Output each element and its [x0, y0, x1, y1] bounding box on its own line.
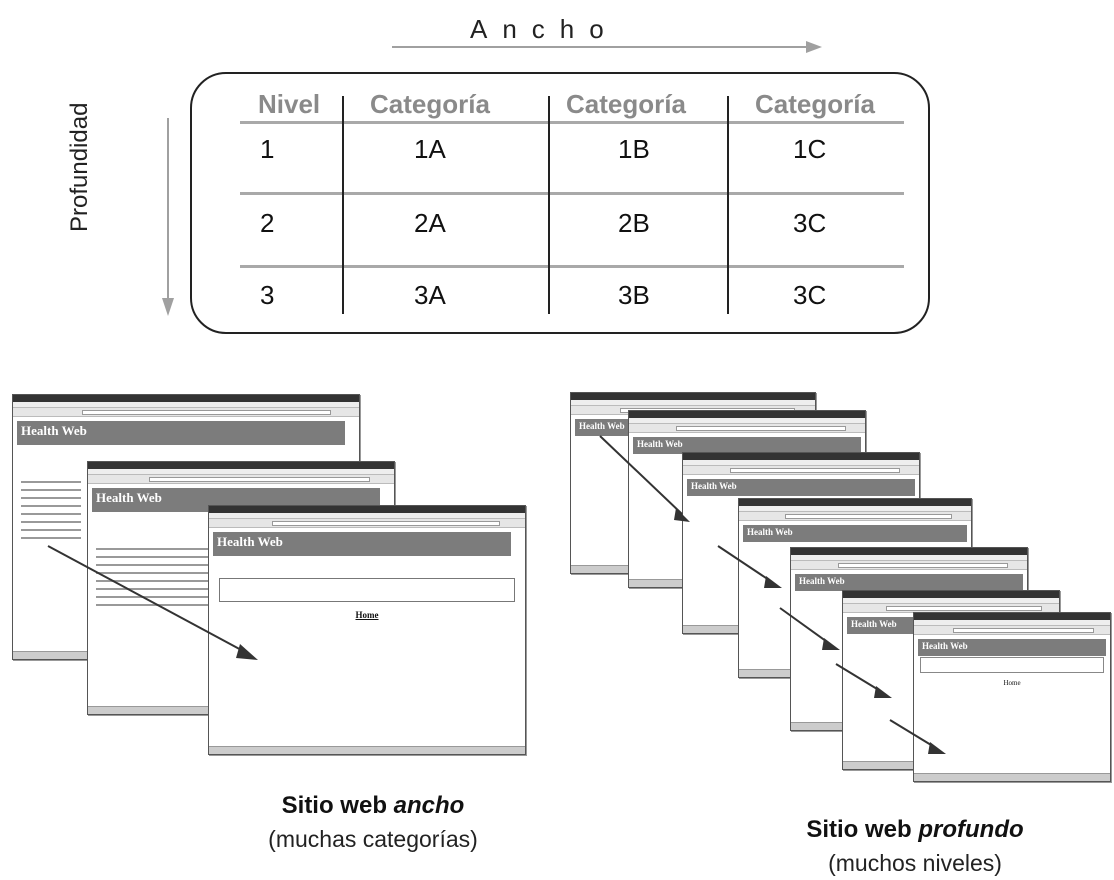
levels-table	[190, 72, 930, 334]
deep-title-emphasis: profundo	[918, 816, 1024, 843]
screen-banner: Health Web	[918, 639, 1106, 656]
wide-title-emphasis: ancho	[393, 792, 465, 819]
cell-2c: 3C	[793, 208, 827, 238]
cell-3b: 3B	[618, 280, 650, 310]
screen-banner: Health Web	[17, 421, 345, 445]
deep-screen-7: Health Web Home	[913, 612, 1111, 782]
depth-arrow-icon	[162, 118, 174, 316]
cell-1c: 1C	[793, 134, 827, 164]
cell-2a: 2A	[414, 208, 446, 238]
header-rule	[240, 121, 904, 124]
profundidad-text: Profundidad	[66, 102, 93, 232]
cell-1a: 1A	[414, 134, 446, 164]
screen-banner: Health Web	[743, 525, 967, 542]
header-nivel: Nivel	[258, 89, 321, 119]
wide-title-prefix: Sitio web	[281, 792, 394, 819]
wide-screen-3: Health Web Home	[208, 505, 526, 755]
width-arrow-icon	[392, 41, 822, 53]
cell-level-2: 2	[260, 208, 275, 238]
cell-1b: 1B	[618, 134, 650, 164]
row-rule-2	[240, 265, 904, 268]
screen-banner: Health Web	[687, 479, 915, 496]
column-divider-1	[342, 96, 344, 314]
wide-path-arrow-icon	[47, 545, 258, 660]
screen-banner: Health Web	[633, 437, 861, 454]
wide-caption-subtitle: (muchas categorías)	[268, 826, 478, 852]
cell-2b: 2B	[618, 208, 650, 238]
deep-caption-title: Sitio web profundo	[765, 816, 1065, 844]
cell-3c: 3C	[793, 280, 827, 310]
deep-caption-subtitle: (muchos niveles)	[828, 850, 1002, 876]
deep-title-prefix: Sitio web	[806, 816, 919, 843]
home-link[interactable]: Home	[1003, 679, 1021, 687]
header-categoria-1: Categoría	[370, 89, 490, 119]
wide-caption-title: Sitio web ancho	[208, 792, 538, 820]
column-divider-3	[727, 96, 729, 314]
home-link[interactable]: Home	[355, 610, 379, 620]
row-rule-1	[240, 192, 904, 195]
cell-level-3: 3	[260, 280, 275, 310]
screen-banner: Health Web	[795, 574, 1023, 591]
screen-banner: Health Web	[213, 532, 511, 556]
ancho-label: Ancho	[470, 14, 619, 44]
header-categoria-3: Categoría	[755, 89, 875, 119]
column-divider-2	[548, 96, 550, 314]
cell-level-1: 1	[260, 134, 275, 164]
header-categoria-2: Categoría	[566, 89, 686, 119]
deep-path-arrows-icon	[599, 435, 946, 754]
cell-3a: 3A	[414, 280, 446, 310]
profundidad-label: Profundidad	[66, 12, 106, 232]
